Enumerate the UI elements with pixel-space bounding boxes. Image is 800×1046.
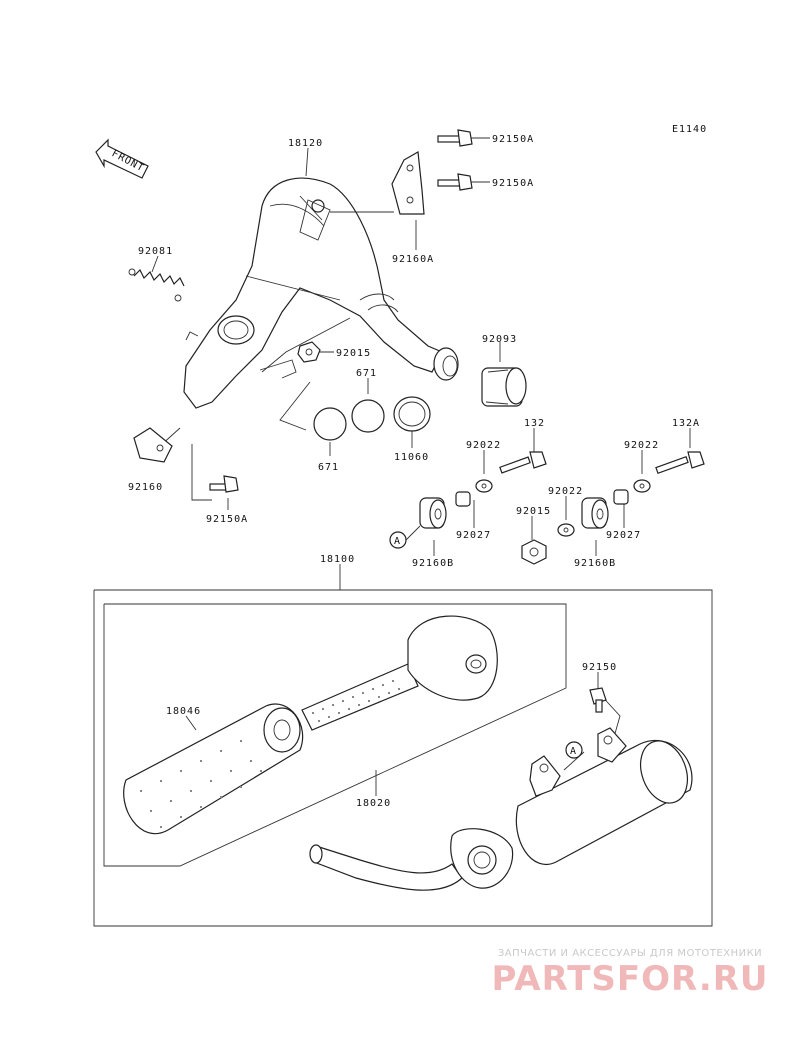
label-92015-upper: 92015 — [336, 348, 371, 359]
diagram-code: E1140 — [672, 124, 707, 135]
collar-92027-right — [613, 489, 629, 505]
inner-pipe-18020 — [301, 615, 498, 731]
label-92015-lower: 92015 — [516, 506, 551, 517]
label-92022-middle: 92022 — [548, 486, 583, 497]
ref-marker-A-lower: A — [565, 741, 583, 759]
grommet-92093 — [481, 367, 527, 407]
muffler-body — [515, 727, 693, 865]
spring-92081 — [128, 268, 185, 302]
label-92022-left: 92022 — [466, 440, 501, 451]
label-18020: 18020 — [356, 798, 391, 809]
label-132A: 132A — [672, 418, 700, 429]
label-11060: 11060 — [394, 452, 429, 463]
packing-18046 — [123, 703, 304, 835]
washer-92022-a — [475, 479, 493, 493]
bolt-92150 — [589, 687, 607, 713]
label-92081: 92081 — [138, 246, 173, 257]
label-18100: 18100 — [320, 554, 355, 565]
label-18046: 18046 — [166, 706, 201, 717]
front-arrow-icon: FRONT — [95, 138, 149, 179]
bolt-132A — [655, 451, 705, 475]
label-92160A: 92160A — [392, 254, 434, 265]
label-671-bottom: 671 — [318, 462, 339, 473]
label-92027-right: 92027 — [606, 530, 641, 541]
label-92160B-left: 92160B — [412, 558, 454, 569]
bracket-92160A — [391, 151, 425, 215]
label-92160B-right: 92160B — [574, 558, 616, 569]
washer-92022-c — [557, 523, 575, 537]
o-ring-671-b — [351, 399, 385, 433]
bolt-92150A-lower — [209, 475, 239, 493]
washer-92022-b — [633, 479, 651, 493]
collar-92027-left — [455, 491, 471, 507]
label-92093: 92093 — [482, 334, 517, 345]
damper-92160B-right — [581, 497, 609, 529]
tail-pipe — [309, 828, 514, 891]
watermark: ЗАПЧАСТИ И АКСЕССУАРЫ ДЛЯ МОТОТЕХНИКИ PA… — [470, 948, 790, 999]
label-18120: 18120 — [288, 138, 323, 149]
damper-92160B-left — [419, 497, 447, 529]
ref-marker-A-upper: A — [389, 531, 407, 549]
bolt-132 — [499, 451, 547, 474]
label-92022-right: 92022 — [624, 440, 659, 451]
watermark-tagline: ЗАПЧАСТИ И АКСЕССУАРЫ ДЛЯ МОТОТЕХНИКИ — [497, 948, 763, 959]
watermark-logo: PARTSFOR.RU — [491, 959, 769, 999]
leader-lines — [151, 137, 691, 796]
label-671-top: 671 — [356, 368, 377, 379]
expansion-chamber-18120 — [183, 177, 459, 409]
bolt-92150A-top — [437, 129, 473, 147]
label-92150A-top: 92150A — [492, 134, 534, 145]
nut-92015-lower — [521, 539, 547, 565]
label-92027-left: 92027 — [456, 530, 491, 541]
label-92150A-lower: 92150A — [206, 514, 248, 525]
label-92160: 92160 — [128, 482, 163, 493]
label-132: 132 — [524, 418, 545, 429]
o-ring-671-a — [313, 407, 347, 441]
muffler-assembly-frame — [93, 589, 713, 927]
gasket-11060 — [393, 396, 431, 432]
label-92150: 92150 — [582, 662, 617, 673]
ref-A-lower-label: A — [570, 746, 577, 757]
bracket-92160 — [133, 427, 173, 463]
bolt-92150A-middle — [437, 173, 473, 191]
part-labels: 18120 92150A 92150A 92160A 92081 92093 9… — [128, 134, 700, 809]
nut-92015-upper — [297, 341, 321, 363]
ref-A-upper-label: A — [394, 536, 401, 547]
label-92150A-middle: 92150A — [492, 178, 534, 189]
